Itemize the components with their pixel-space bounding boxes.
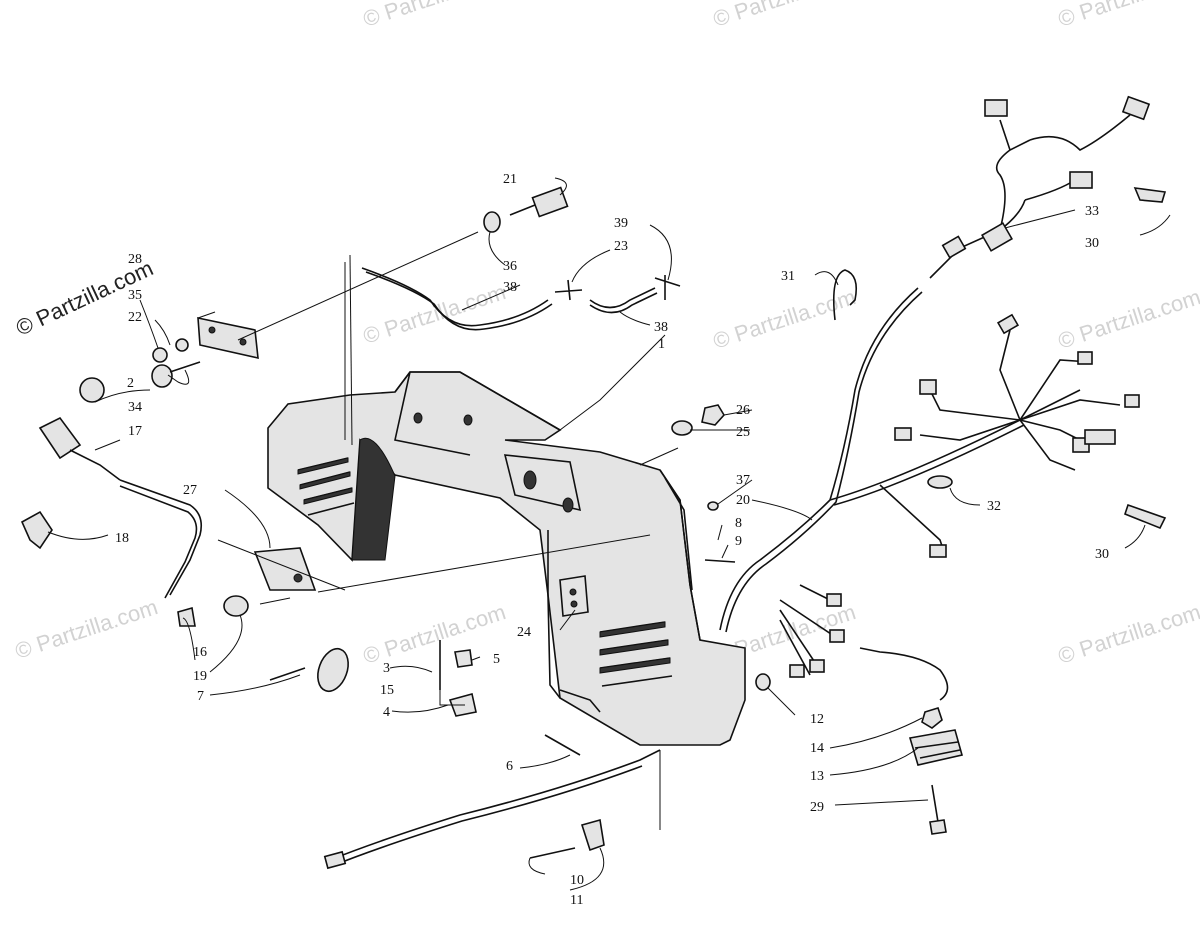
bracket-11 (580, 818, 605, 852)
nut-36 (483, 211, 501, 233)
callout-35: 35 (128, 288, 142, 303)
screw-8-9 (704, 559, 736, 563)
wiring-harness (719, 287, 1140, 678)
bezel-15 (317, 647, 349, 693)
callout-13: 13 (810, 769, 824, 784)
ring-34 (79, 377, 105, 403)
harness-33 (929, 95, 1151, 279)
callout-31: 31 (781, 269, 795, 284)
hose-38-right (589, 287, 656, 309)
callout-3: 3 (383, 661, 390, 676)
callout-27: 27 (183, 483, 197, 498)
terminal-30-top (1133, 187, 1167, 203)
grommet-19 (223, 595, 249, 617)
console-housing (267, 371, 746, 746)
callout-25: 25 (736, 425, 750, 440)
bracket-18 (20, 510, 53, 550)
hose-38-left (361, 267, 549, 327)
screw-7 (269, 667, 306, 681)
bolt-29 (931, 784, 939, 823)
callout-11: 11 (570, 893, 583, 908)
alignment-lines (217, 231, 679, 830)
callout-24: 24 (517, 625, 531, 640)
clip-31 (832, 269, 858, 321)
leader-lines (47, 177, 1171, 891)
nut-26 (701, 404, 725, 426)
callout-5: 5 (493, 652, 500, 667)
callout-29: 29 (810, 800, 824, 815)
callout-12: 12 (810, 712, 824, 727)
callout-30-top: 30 (1085, 236, 1099, 251)
callout-6: 6 (506, 759, 513, 774)
callout-38-left: 38 (503, 280, 517, 295)
callout-labels: 1 2 3 4 5 6 7 8 9 10 11 12 13 14 15 16 1… (115, 172, 1109, 908)
nut-14 (921, 707, 943, 729)
callout-21: 21 (503, 172, 517, 187)
callout-39: 39 (614, 216, 628, 231)
washer-25 (671, 420, 693, 436)
callout-26: 26 (736, 403, 750, 418)
callout-20: 20 (736, 493, 750, 508)
callout-38-right: 38 (654, 320, 668, 335)
plate-28 (151, 316, 259, 388)
switch-21 (509, 186, 569, 218)
callout-23: 23 (614, 239, 628, 254)
fitting-39 (654, 275, 681, 300)
switch-17 (38, 416, 203, 599)
lower-cable (329, 749, 661, 861)
rectifier-13 (908, 729, 963, 766)
callout-7: 7 (197, 689, 204, 704)
callout-33: 33 (1085, 204, 1099, 219)
callout-8: 8 (735, 516, 742, 531)
mounting-plate-24 (559, 575, 589, 617)
callout-2: 2 (127, 376, 134, 391)
fitting-23 (554, 279, 583, 301)
callout-19: 19 (193, 669, 207, 684)
clip-16 (177, 606, 196, 627)
terminal-30-bottom (1124, 503, 1167, 530)
callout-9: 9 (735, 534, 742, 549)
screw-10 (529, 847, 576, 859)
callout-15: 15 (380, 683, 394, 698)
callout-34: 34 (128, 400, 142, 415)
callout-37: 37 (736, 473, 750, 488)
clip-5 (454, 649, 473, 668)
washer-37 (707, 501, 719, 511)
callout-17: 17 (128, 424, 142, 439)
callout-30-bottom: 30 (1095, 547, 1109, 562)
callout-28: 28 (128, 252, 142, 267)
callout-16: 16 (193, 645, 207, 660)
callout-22: 22 (128, 310, 142, 325)
callout-4: 4 (383, 705, 390, 720)
callout-18: 18 (115, 531, 129, 546)
callout-36: 36 (503, 259, 517, 274)
callout-32: 32 (987, 499, 1001, 514)
screw-6 (544, 734, 581, 756)
callout-10: 10 (570, 873, 584, 888)
callout-1: 1 (658, 337, 665, 352)
callout-14: 14 (810, 741, 824, 756)
grommet-12 (755, 673, 771, 691)
bracket-27 (253, 547, 317, 591)
